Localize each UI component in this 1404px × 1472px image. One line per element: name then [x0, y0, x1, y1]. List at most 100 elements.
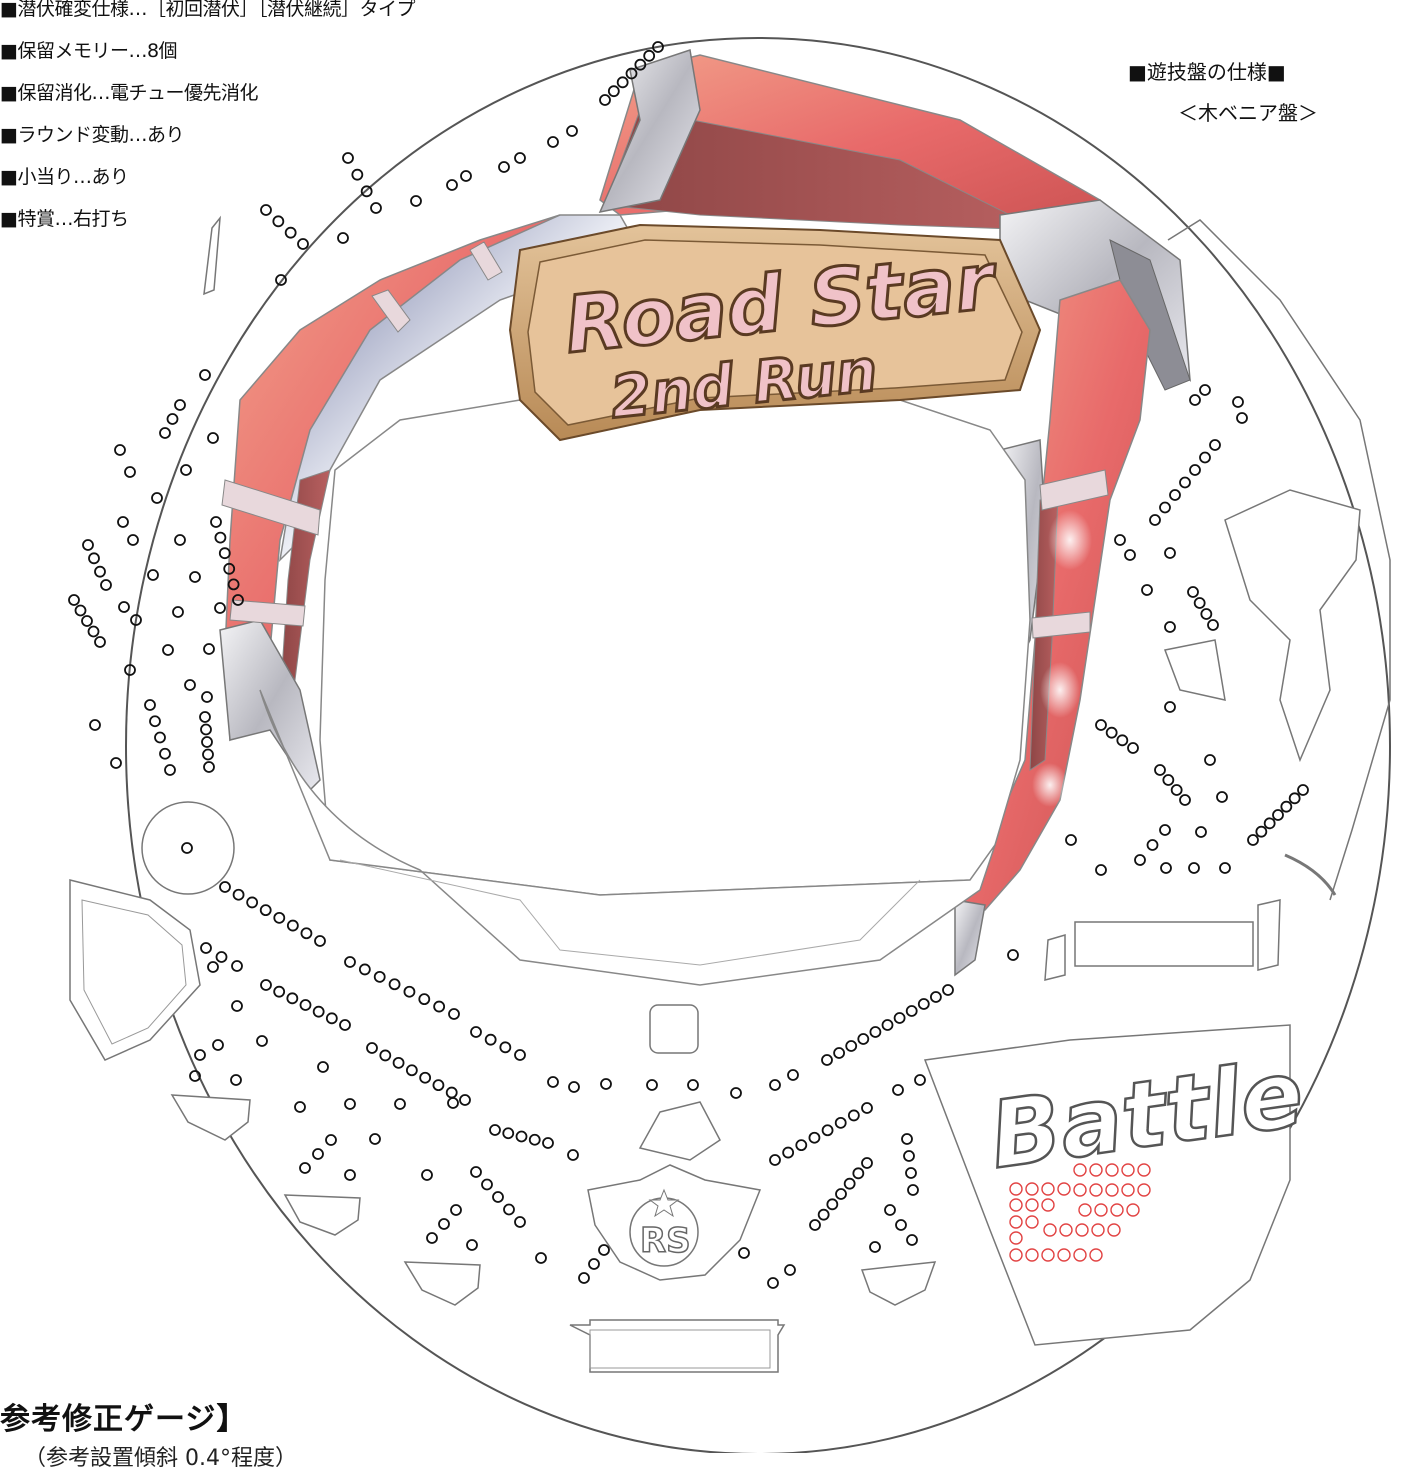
nail — [100, 579, 112, 591]
nail — [821, 1054, 833, 1066]
nail — [892, 1084, 904, 1096]
nail — [730, 1087, 742, 1099]
lower-stage-rail — [339, 859, 921, 966]
spec-item: ■ラウンド変動…あり — [0, 124, 184, 146]
nail — [300, 927, 313, 940]
nail — [94, 636, 106, 648]
wing-guide — [283, 1194, 361, 1236]
nail — [914, 1074, 926, 1086]
nail — [259, 904, 272, 917]
right-outer-rail — [1167, 219, 1391, 901]
nail — [489, 1124, 501, 1136]
nail — [835, 1188, 847, 1200]
nail — [207, 432, 219, 444]
battle-hole — [1025, 1215, 1039, 1229]
nail — [826, 1198, 839, 1211]
nail — [294, 1101, 306, 1113]
nail — [433, 1000, 446, 1013]
nail — [82, 539, 94, 551]
nail — [843, 1177, 856, 1190]
nail — [379, 1049, 392, 1062]
nail — [466, 1239, 478, 1251]
nail — [164, 764, 176, 776]
spec-item: ■保留消化…電チュー優先消化 — [0, 82, 258, 104]
nail — [174, 399, 186, 411]
nail — [201, 691, 213, 703]
windmill — [141, 801, 235, 895]
rs-emblem-star — [648, 1188, 680, 1218]
nail — [1200, 608, 1213, 620]
nail — [373, 970, 386, 983]
battle-hole — [1009, 1198, 1023, 1212]
nail — [599, 94, 611, 106]
battle-holes — [1009, 1163, 1151, 1262]
battle-hole — [1126, 1203, 1140, 1217]
nail — [1232, 396, 1244, 408]
battle-hole — [1009, 1231, 1023, 1245]
logo-backplate-inner — [527, 239, 1023, 426]
nail — [260, 204, 272, 216]
nail — [419, 1071, 432, 1084]
nail — [351, 168, 364, 181]
nail — [369, 1133, 381, 1145]
nail — [151, 492, 163, 504]
nail — [906, 1234, 918, 1246]
battle-hole — [1025, 1248, 1039, 1262]
nail — [325, 1134, 337, 1146]
nail — [917, 998, 930, 1010]
rs-emblem-label: RS — [640, 1221, 691, 1261]
nail — [215, 951, 228, 963]
spec-list: ■潜伏確変仕様…［初回潜伏］［潜伏継続］タイプ ■保留メモリー…8個 ■保留消化… — [0, 0, 415, 240]
nail — [114, 444, 126, 456]
nail — [124, 664, 136, 676]
nail — [1146, 839, 1159, 851]
nail — [578, 1272, 590, 1284]
nail — [1114, 534, 1126, 546]
nail — [905, 1167, 917, 1179]
nail — [200, 723, 212, 736]
wing-guide — [860, 1261, 937, 1306]
nail — [884, 1204, 896, 1216]
center-attacker — [649, 1004, 699, 1054]
nail — [547, 1076, 559, 1088]
nail — [68, 594, 80, 606]
nail — [845, 1040, 858, 1052]
nail — [459, 1094, 471, 1106]
nail — [809, 1219, 821, 1231]
nail — [1124, 549, 1136, 561]
nail — [1207, 619, 1219, 631]
nail — [1154, 764, 1166, 776]
nail — [1164, 701, 1176, 713]
nail — [643, 49, 656, 62]
battle-hole — [1025, 1198, 1039, 1212]
nail — [317, 1061, 329, 1073]
battle-hole — [1073, 1248, 1087, 1262]
nail — [421, 1169, 433, 1181]
nail — [446, 179, 458, 191]
nail — [227, 578, 240, 591]
nail — [1189, 464, 1201, 476]
nail — [847, 1109, 860, 1122]
nail — [1164, 621, 1176, 633]
nail — [1141, 584, 1153, 596]
nail — [392, 1056, 405, 1069]
nail — [499, 1041, 512, 1054]
nail — [89, 719, 101, 731]
battle-hole — [1009, 1248, 1023, 1262]
nail-pins — [68, 41, 1309, 1289]
nail — [881, 1019, 894, 1031]
battle-hole — [1059, 1223, 1073, 1237]
nail — [426, 1232, 438, 1244]
gauge-title: 参考修正ゲージ】 — [0, 1402, 248, 1437]
nail — [514, 1049, 526, 1061]
nail — [1199, 451, 1211, 464]
nail — [1159, 501, 1171, 514]
nail — [769, 1079, 781, 1091]
nail — [895, 1219, 907, 1231]
nail — [598, 1244, 610, 1256]
nail — [314, 935, 326, 947]
nail — [88, 552, 100, 565]
nail — [418, 993, 431, 1006]
nail — [118, 601, 130, 613]
nail — [1272, 809, 1284, 821]
